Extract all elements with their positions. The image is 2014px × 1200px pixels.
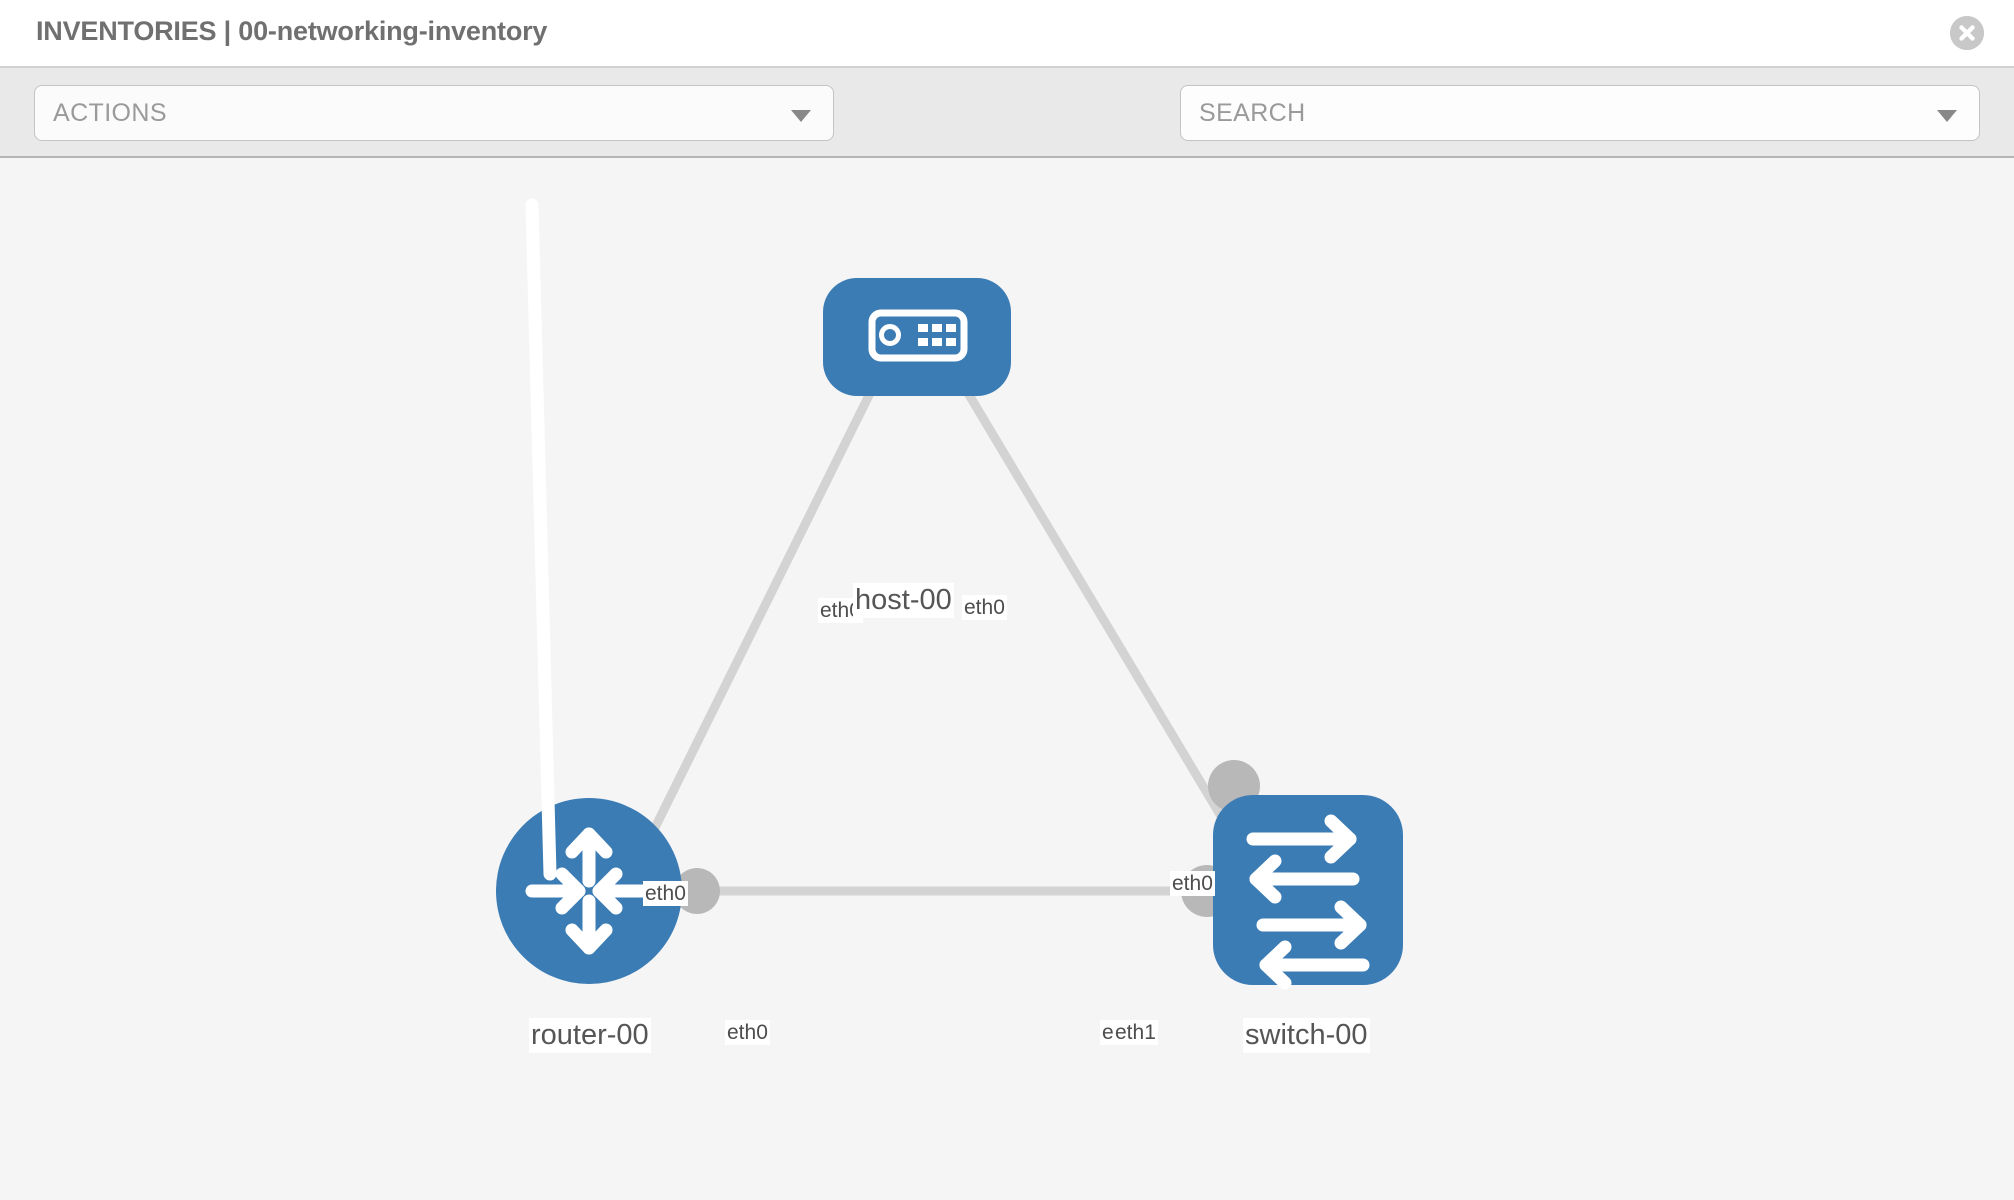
chevron-down-icon <box>791 110 811 122</box>
node-switch-00[interactable] <box>1213 795 1403 990</box>
node-router-00[interactable] <box>496 198 682 984</box>
node-label-router: router-00 <box>529 1018 651 1053</box>
topology-ports <box>674 332 1260 917</box>
node-label-switch: switch-00 <box>1243 1018 1370 1053</box>
topology-links <box>600 360 1290 896</box>
interface-label: eth0 <box>725 1020 770 1045</box>
toolbar: ACTIONS SEARCH <box>0 68 2014 197</box>
chevron-down-icon[interactable] <box>1937 110 1957 122</box>
link-host-switch[interactable] <box>946 360 1244 851</box>
interface-label: eth1 <box>1113 1020 1158 1045</box>
router-arrows-icon <box>525 198 653 955</box>
close-button[interactable] <box>1950 16 1984 50</box>
actions-dropdown[interactable]: ACTIONS <box>34 85 834 141</box>
search-placeholder: SEARCH <box>1199 99 1306 127</box>
interface-label: eth0 <box>1170 871 1215 896</box>
topology-canvas[interactable]: eth0 host-00 eth0 eth0 eth0 eth0 eth eth… <box>0 158 2014 1200</box>
server-icon <box>868 309 968 362</box>
topology-graph[interactable] <box>0 158 2014 1200</box>
page-title: INVENTORIES | 00-networking-inventory <box>36 16 548 46</box>
actions-dropdown-label: ACTIONS <box>53 99 167 127</box>
interface-label: eth0 <box>962 595 1007 620</box>
switch-arrows-icon <box>1246 814 1370 990</box>
search-input[interactable]: SEARCH <box>1180 85 1980 141</box>
interface-label: eth0 <box>643 881 688 906</box>
link-host-router[interactable] <box>635 361 890 860</box>
close-circle-icon <box>1950 16 1984 50</box>
page-header: INVENTORIES | 00-networking-inventory <box>0 0 2014 68</box>
node-label-host: host-00 <box>853 583 954 618</box>
node-host-00[interactable] <box>823 278 1011 396</box>
